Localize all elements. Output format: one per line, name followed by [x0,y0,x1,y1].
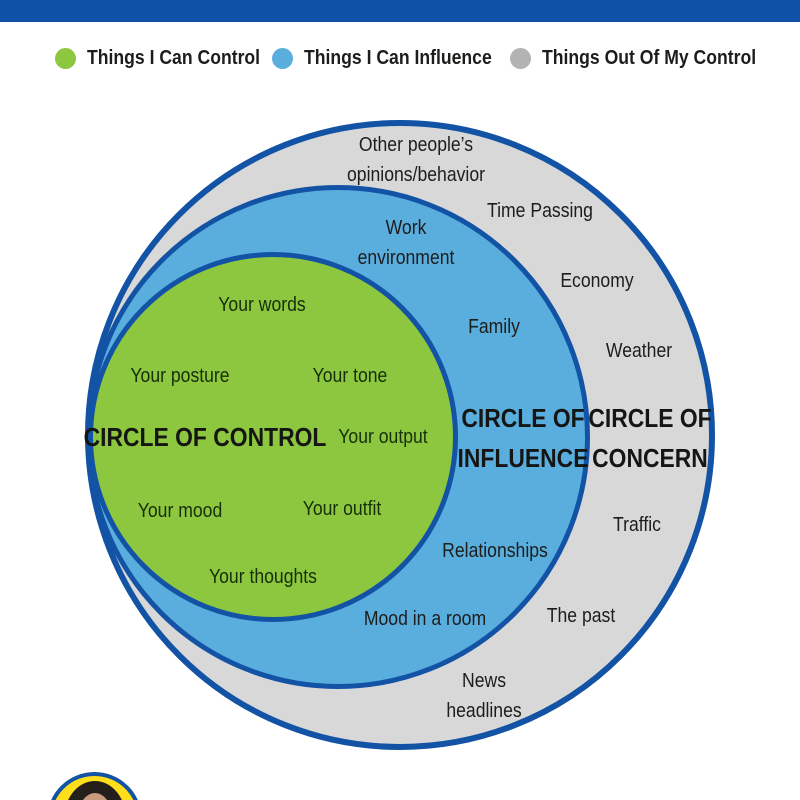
legend-label-control: Things I Can Control [87,46,261,69]
label-relationships: Relationships [442,540,548,562]
legend-label-concern: Things Out Of My Control [542,46,757,69]
blue-dot-icon [272,47,293,69]
legend-item-influence: Things I Can Influence [272,45,517,71]
legend-item-control: Things I Can Control [55,45,284,71]
avatar-hair [63,781,126,800]
avatar-face [77,793,112,800]
green-dot-icon [55,47,76,69]
label-other-peoples-opinions: Other people’s opinions/behavior [347,134,485,186]
label-work-environment: Work environment [357,217,455,269]
circle-of-influence-title: CIRCLE OF INFLUENCE [457,402,589,473]
circle-of-control-shape [88,252,458,622]
label-the-past: The past [546,605,616,627]
label-news-headlines: News headlines [446,670,522,722]
label-your-words: Your words [218,294,306,316]
author-avatar [47,772,142,800]
gray-dot-icon [510,47,531,69]
circle-of-control-title: CIRCLE OF CONTROL [83,421,327,452]
legend-item-concern: Things Out Of My Control [510,45,785,71]
circle-of-concern-title: CIRCLE OF CONCERN [588,402,712,473]
label-mood-in-a-room: Mood in a room [363,608,487,630]
header-bar [0,0,800,22]
label-time-passing: Time Passing [487,200,593,222]
label-your-tone: Your tone [312,365,388,387]
label-family: Family [468,316,520,338]
label-your-posture: Your posture [130,365,230,387]
label-your-mood: Your mood [137,500,223,522]
label-your-output: Your output [338,426,428,448]
label-traffic: Traffic [613,514,661,536]
label-economy: Economy [560,270,634,292]
label-your-outfit: Your outfit [302,498,382,520]
label-weather: Weather [605,340,673,362]
legend-label-influence: Things I Can Influence [304,46,492,69]
label-your-thoughts: Your thoughts [209,566,317,588]
